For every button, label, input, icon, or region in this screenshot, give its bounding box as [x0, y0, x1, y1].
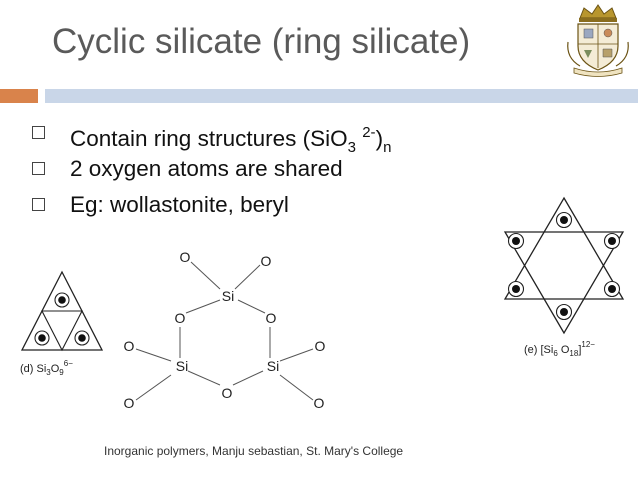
bullet-list: Contain ring structures (SiO3 2-)n 2 oxy…: [30, 118, 391, 226]
si3o9-label: (d) Si3O96−: [20, 359, 73, 377]
oxygen-dot: [54, 292, 70, 308]
accent-bar-blue: [45, 89, 638, 103]
oxygen-atom-label: O: [180, 249, 191, 265]
slide-title: Cyclic silicate (ring silicate): [52, 22, 471, 61]
superscript: 2-: [362, 124, 376, 141]
si6o18-label: (e) [Si6 O18]12−: [524, 340, 595, 358]
si3o9-triangle-diagram: (d) Si3O96−: [20, 270, 104, 377]
bullet-square-icon: [32, 126, 45, 139]
subscript: 3: [347, 139, 356, 156]
oxygen-atom-label: O: [261, 253, 272, 269]
bullet-item: Contain ring structures (SiO3 2-)n: [30, 118, 392, 156]
oxygen-dot: [555, 303, 573, 321]
accent-bar-orange: [0, 89, 38, 103]
oxygen-dot: [507, 232, 525, 250]
oxygen-dot: [603, 232, 621, 250]
bullet-square-icon: [32, 162, 45, 175]
silicon-atom-label: Si: [222, 288, 234, 304]
oxygen-dot: [555, 211, 573, 229]
bullet-text: 2 oxygen atoms are shared: [70, 156, 343, 181]
oxygen-dot: [74, 330, 90, 346]
silicon-atom-label: Si: [267, 358, 279, 374]
oxygen-atom-label: O: [314, 395, 325, 411]
silicon-atom-label: Si: [176, 358, 188, 374]
oxygen-atom-label: O: [315, 338, 326, 354]
oxygen-dot: [603, 280, 621, 298]
oxygen-atom-label: O: [222, 385, 233, 401]
silicate-ring-diagram: O O Si O O O O Si Si O O O: [124, 249, 326, 411]
bullet-item: 2 oxygen atoms are shared: [30, 154, 391, 190]
si6o18-hexagram-diagram: (e) [Si6 O18]12−: [503, 196, 625, 358]
oxygen-atom-label: O: [266, 310, 277, 326]
bullet-text-paren: ): [375, 126, 384, 151]
oxygen-dot: [507, 280, 525, 298]
subscript: n: [383, 139, 392, 156]
bullet-text: Contain ring structures (SiO: [70, 126, 348, 151]
bullet-square-icon: [32, 198, 45, 211]
bullet-text: Eg: wollastonite, beryl: [70, 192, 289, 217]
oxygen-atom-label: O: [124, 338, 135, 354]
oxygen-atom-label: O: [124, 395, 135, 411]
bullet-item: Eg: wollastonite, beryl: [30, 190, 391, 226]
college-crest-logo: [567, 4, 629, 77]
oxygen-atom-label: O: [175, 310, 186, 326]
slide-footer: Inorganic polymers, Manju sebastian, St.…: [104, 444, 404, 458]
oxygen-dot: [34, 330, 50, 346]
